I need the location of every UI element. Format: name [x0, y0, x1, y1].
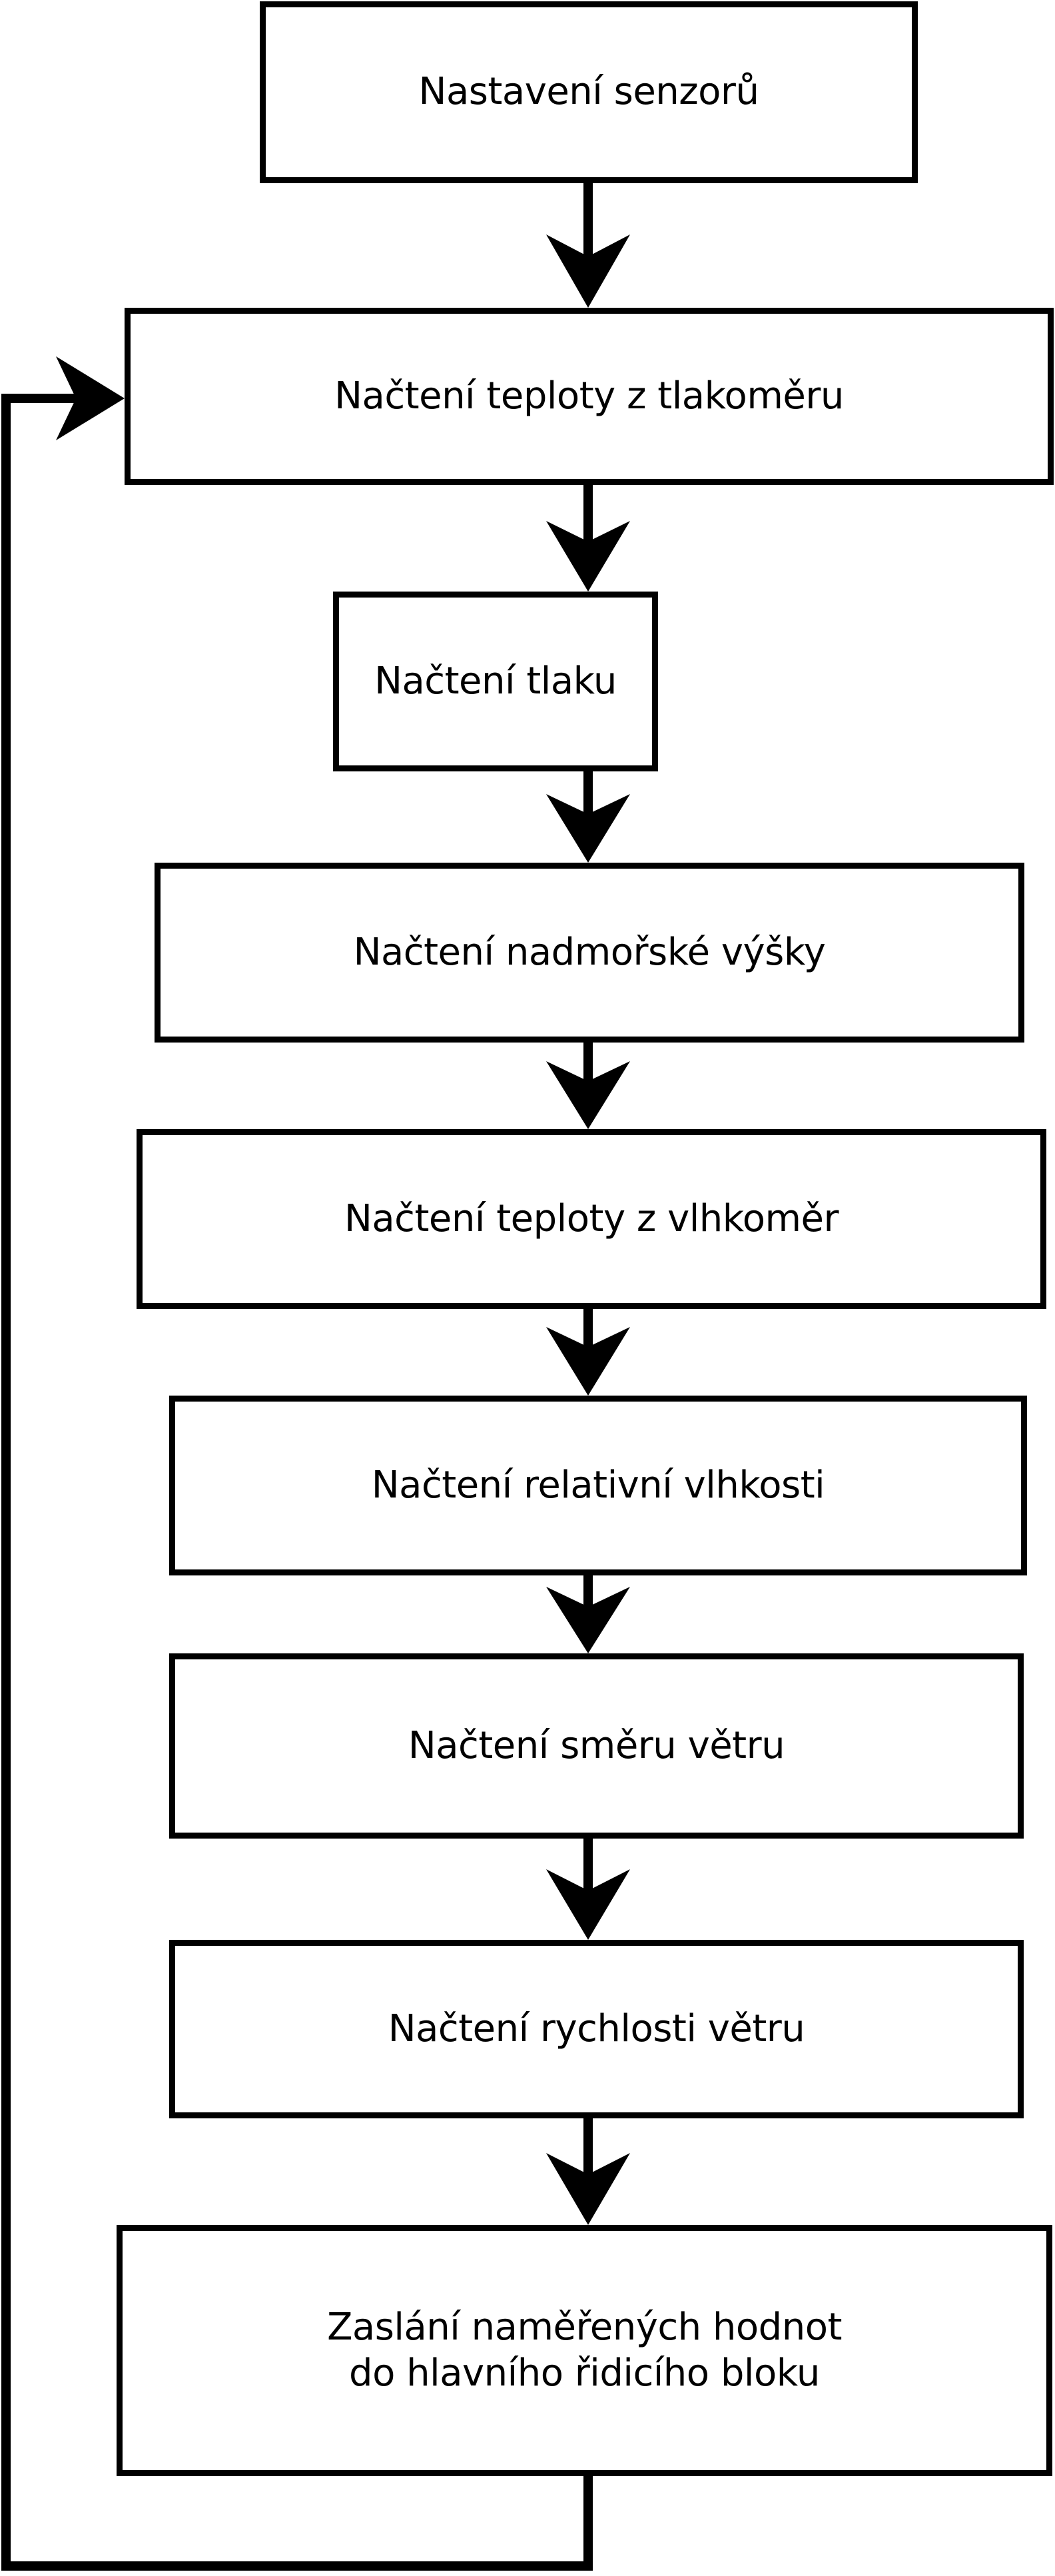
edge-pressure-to-altitude — [546, 771, 630, 863]
node-read-temp-barometer[interactable]: Načtení teploty z tlakoměru — [125, 308, 1054, 485]
edge-temp-barometer-to-pressure — [546, 485, 630, 592]
node-read-temp-hygrometer[interactable]: Načtení teploty z vlhkoměr — [137, 1129, 1046, 1309]
edge-setup-to-temp-barometer — [546, 182, 630, 308]
node-read-wind-direction[interactable]: Načtení směru větru — [169, 1653, 1024, 1839]
node-read-humidity[interactable]: Načtení relativní vlhkosti — [169, 1396, 1027, 1575]
edge-wind-direction-to-wind-speed — [546, 1839, 630, 1940]
node-read-pressure[interactable]: Načtení tlaku — [333, 592, 658, 771]
edge-send-to-temp-barometer-loop — [1, 356, 593, 2571]
edge-temp-hygrometer-to-humidity — [546, 1309, 630, 1396]
edge-altitude-to-temp-hygrometer — [546, 1043, 630, 1129]
node-setup[interactable]: Nastavení senzorů — [260, 1, 918, 183]
node-read-altitude[interactable]: Načtení nadmořské výšky — [155, 863, 1024, 1043]
node-send-values[interactable]: Zaslání naměřených hodnot do hlavního ři… — [117, 2225, 1052, 2476]
node-read-wind-speed[interactable]: Načtení rychlosti větru — [169, 1940, 1024, 2118]
edge-humidity-to-wind-direction — [546, 1575, 630, 1653]
edge-wind-speed-to-send — [546, 2118, 630, 2225]
